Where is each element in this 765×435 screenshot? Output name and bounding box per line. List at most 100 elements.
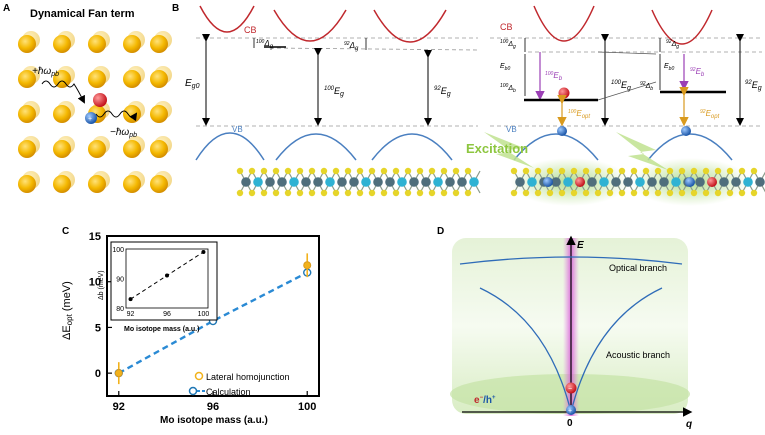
s-atom — [440, 189, 448, 197]
s-atom — [606, 167, 614, 175]
s-atom — [582, 167, 590, 175]
s-atom — [320, 189, 328, 197]
mo-atom — [313, 177, 323, 187]
electron-ball — [575, 177, 585, 187]
s-atom — [392, 167, 400, 175]
s-atom — [452, 167, 460, 175]
phonon-emit-wave — [95, 110, 138, 122]
s-atom — [522, 167, 530, 175]
mo-atom — [587, 177, 597, 187]
acoustic-branch-left — [479, 287, 572, 413]
panel-d: D E q 0 Optical branch Acoustic branch −… — [437, 226, 693, 430]
s-atom — [392, 189, 400, 197]
s-atom — [308, 189, 316, 197]
atom — [18, 175, 36, 193]
excitation-label: Excitation — [466, 141, 528, 156]
s-atom — [416, 189, 424, 197]
s-atom — [714, 189, 722, 197]
optical-branch-label: Optical branch — [609, 263, 667, 273]
vb-curve-3 — [371, 133, 453, 161]
vb-label-left: VB — [232, 125, 243, 134]
s-atom — [750, 167, 758, 175]
atom — [88, 175, 106, 193]
s-atom — [284, 189, 292, 197]
mo-atom — [349, 177, 359, 187]
mo-atom — [635, 177, 645, 187]
carrier-label: e−/h+ — [474, 395, 496, 406]
panel-d-letter: D — [437, 226, 444, 237]
y-tick-label: 10 — [89, 277, 101, 289]
vb-curve-5 — [647, 133, 733, 161]
legend: Lateral homojunction Calculation — [188, 371, 290, 397]
inset-x-tick-label: 92 — [127, 311, 135, 318]
legend-homo-marker — [194, 371, 204, 381]
cb-curve-2 — [273, 9, 347, 42]
s-atom — [606, 189, 614, 197]
atom — [150, 70, 168, 88]
atom — [53, 35, 71, 53]
s-atom — [630, 189, 638, 197]
r-eb92-label: 92Eb — [690, 67, 705, 78]
s-atom — [356, 189, 364, 197]
cb-curve-3 — [373, 9, 447, 43]
inset-x-tick-label: 100 — [198, 311, 210, 318]
x-tick-label: 96 — [207, 401, 219, 413]
x-axis-label: Mo isotope mass (a.u.) — [160, 415, 268, 426]
s-atom — [558, 167, 566, 175]
optical-branch-curve — [459, 256, 683, 265]
panel-b-letter: B — [172, 3, 179, 14]
mo-atom — [659, 177, 669, 187]
mo-atom — [695, 177, 705, 187]
s-atom — [738, 167, 746, 175]
x-tick-label: 100 — [298, 401, 316, 413]
atom — [88, 70, 106, 88]
s-atom — [714, 167, 722, 175]
s-atom — [332, 167, 340, 175]
s-atom — [678, 189, 686, 197]
s-atom — [546, 167, 554, 175]
r-eb0b-label: Eb0 — [664, 63, 674, 72]
panel-b: B CB VB Eg0 100Eg 92Eg 100Δg 92Δg CB VB — [172, 3, 765, 206]
y-tick-label: 0 — [95, 368, 101, 380]
mo-atom — [289, 177, 299, 187]
mo-atom — [743, 177, 753, 187]
mo-atom — [755, 177, 765, 187]
mo-atom — [325, 177, 335, 187]
s-atom — [534, 167, 542, 175]
vb-label-right: VB — [506, 125, 517, 134]
s-atom — [582, 189, 590, 197]
s-atom — [678, 167, 686, 175]
s-atom — [726, 167, 734, 175]
inset-y-label: Δb (meV) — [98, 270, 105, 300]
s-atom — [510, 189, 518, 197]
vb-curve-4 — [513, 133, 599, 161]
s-atom — [452, 189, 460, 197]
hole-plus-symbol: + — [568, 408, 572, 415]
r-db92-label: 92Δb — [640, 81, 653, 92]
origin-label: 0 — [567, 418, 573, 429]
atom — [53, 70, 71, 88]
r-eopt92-label: 92Eopt — [700, 109, 720, 120]
panel-a: A Dynamical Fan term +ħωpb −ħωpb + — [3, 3, 172, 193]
mo-atom — [731, 177, 741, 187]
s-atom — [416, 167, 424, 175]
calc-series-line — [118, 271, 308, 375]
s-atom — [380, 167, 388, 175]
r-eopt100-label: 100Eopt — [568, 109, 590, 120]
cb-label-left: CB — [244, 25, 257, 35]
s-atom — [522, 189, 530, 197]
electron-dot — [565, 382, 577, 394]
panel-a-letter: A — [3, 3, 10, 14]
inset-y-tick-label: 90 — [116, 277, 124, 284]
legend-calc-marker — [188, 386, 198, 396]
s-atom — [296, 189, 304, 197]
s-atom — [510, 167, 518, 175]
panel-c-letter: C — [62, 226, 69, 237]
cb-curve-5 — [651, 9, 713, 45]
e-axis-label: E — [577, 240, 584, 251]
absorb-label: +ħωpb — [32, 66, 59, 78]
s-atom — [690, 189, 698, 197]
mos2-lattice-strip — [236, 167, 765, 197]
